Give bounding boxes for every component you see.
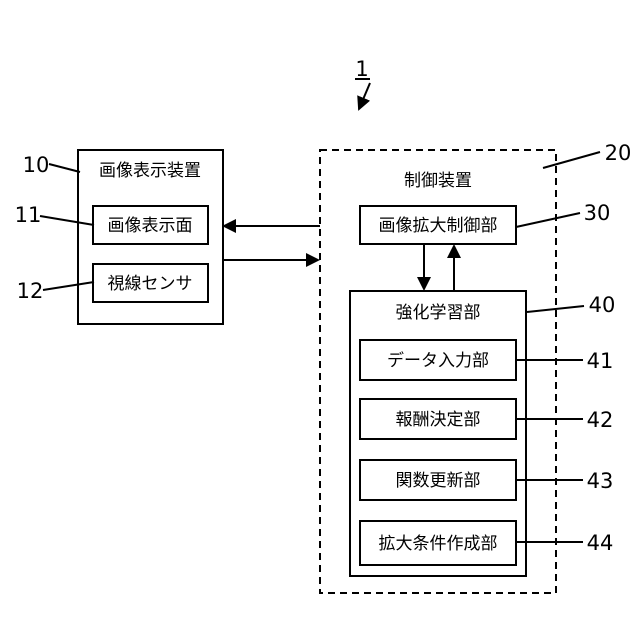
control-device-title: 制御装置 xyxy=(404,171,472,191)
image-display-device-title: 画像表示装置 xyxy=(99,161,201,181)
image-display-surface-label: 画像表示面 xyxy=(108,216,193,236)
ref-44: 44 xyxy=(587,531,614,555)
reinforcement-learning-title: 強化学習部 xyxy=(396,303,481,323)
ref-42: 42 xyxy=(587,408,614,432)
ref-30: 30 xyxy=(584,201,611,225)
figure-ref-number: 1 xyxy=(355,57,368,81)
reward-decision-unit-label: 報酬決定部 xyxy=(396,410,481,430)
leader-30 xyxy=(516,213,580,227)
function-update-unit-label: 関数更新部 xyxy=(396,471,481,491)
zoom-condition-creation-unit-label: 拡大条件作成部 xyxy=(379,534,498,554)
ref-43: 43 xyxy=(587,469,614,493)
ref-40: 40 xyxy=(589,293,616,317)
ref-41: 41 xyxy=(587,349,614,373)
figure-ref-arrow xyxy=(359,83,370,109)
ref-20: 20 xyxy=(605,141,632,165)
data-input-unit-label: データ入力部 xyxy=(387,350,489,371)
ref-10: 10 xyxy=(23,153,50,177)
leader-20 xyxy=(543,152,600,168)
gaze-sensor-label: 視線センサ xyxy=(108,274,193,294)
ref-11: 11 xyxy=(15,203,42,227)
image-zoom-control-label: 画像拡大制御部 xyxy=(379,216,498,236)
leader-10 xyxy=(49,164,80,172)
ref-12: 12 xyxy=(17,279,44,303)
